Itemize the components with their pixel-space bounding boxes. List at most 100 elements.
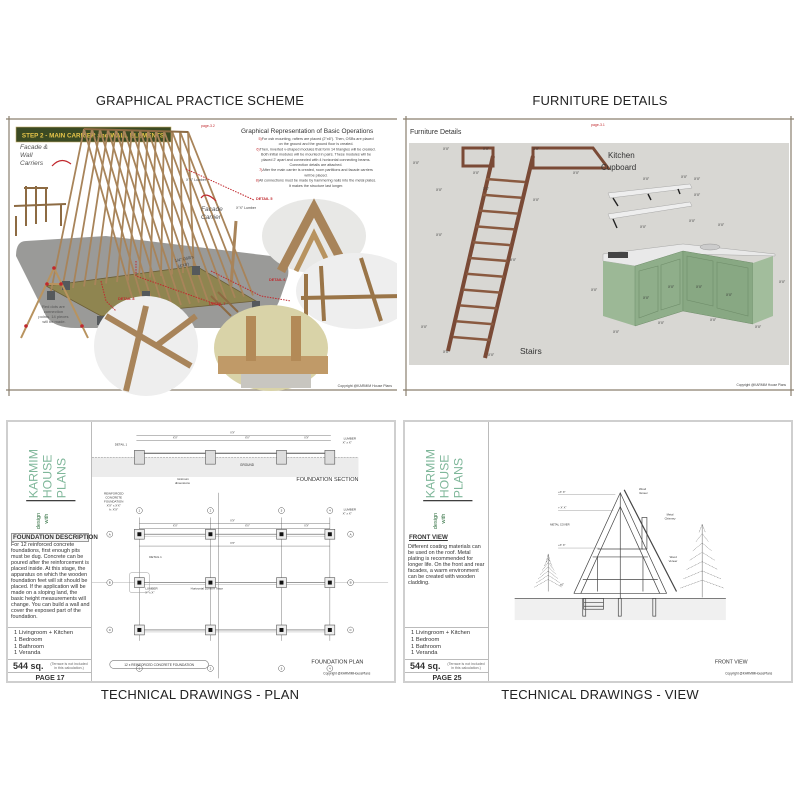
grid-row-label: A [350,532,352,536]
grid-bubble [207,507,214,514]
ground-label: GROUND [240,463,255,467]
dimension-label: X'X" [710,318,717,322]
level-lines [558,494,616,549]
section-foundation [205,450,216,465]
dimension-label: X'X" [488,353,495,357]
room-item: 1 Livingroom + Kitchen [411,630,471,636]
dimension-label: X'X" [304,435,309,439]
dimension-label: X'X" [694,177,701,181]
svg-text:design: design [36,513,42,529]
lumber-label: X"X" Lumber [186,178,207,182]
ground [514,598,726,621]
legend-pill [109,660,209,669]
ridge-beam [83,128,189,133]
grid-row-label: C [109,628,112,632]
kitchen-cupboard-label: Kitchen Cupboard [601,151,637,172]
grid-column-label: 1 [139,509,141,513]
dimension-label: X'X" [230,518,235,522]
room-list: 1 Livingroom + Kitchen 1 Bedroom 1 Bathr… [405,627,489,658]
dimension-label: X'X" [640,225,647,229]
lumber-post [208,627,213,632]
operations-heading: Graphical Representation of Basic Operat… [241,128,374,135]
dimension-label: X'X" [658,321,665,325]
detail-5-label: DETAIL 5 [256,197,273,201]
room-list: 1 Livingroom + Kitchen 1 Bedroom 1 Bathr… [8,627,92,658]
entry-steps [210,291,239,317]
svg-text:HOUSE: HOUSE [41,455,55,499]
operation-step-line: Both initial modules will be mounted in … [261,153,371,157]
room-item: 1 Bedroom [411,636,440,643]
dimension-label: X'X" [668,285,675,289]
concrete-foot [47,291,55,300]
dimension-labels: X'X" X'X" X'X" X'X" X'X" X'X" X'X" X'X" X'X" X'X"… [413,147,786,357]
stair-stringer [446,155,495,352]
dimension-label: X'X" [421,325,428,329]
grid-bubble [136,507,143,514]
dimension-label: X'X" [643,177,650,181]
dimension-label: X'X" [613,330,620,334]
room-item: 1 Veranda [411,650,438,657]
concrete-foot [192,266,200,275]
grid-bubble [326,665,334,672]
room-item: 1 Bedroom [14,636,43,643]
svg-text:PLANS: PLANS [452,458,466,498]
dimension-label: X'X" [230,541,235,545]
copyright: Copyright @KARMIMHousePlans [323,671,370,675]
view-sidebar: KARMIM HOUSE PLANS design with FRONT VIE… [405,422,489,681]
detail-leaders [100,168,292,312]
design-with-tagline: design with [433,513,447,529]
dimension-label: X'X" [173,435,178,439]
detail-1-label: DETAIL 1 [115,442,128,446]
practice-scheme-sheet: STEP 2 - MAIN CARRIER and WALL ELEMENTS … [6,116,397,396]
facade-wall-carriers-label: Facade & Wall Carriers [20,144,50,167]
grid-bubble [207,665,214,672]
svg-text:±0": ±0" [560,583,564,587]
caption-furniture-details: FURNITURE DETAILS [532,93,668,108]
dimension-label: X'X" [436,188,443,192]
lumber-post [327,627,332,632]
dimension-label: X'X" [591,288,598,292]
front-view-label: FRONT VIEW [715,660,748,666]
tree-icons [534,523,724,598]
dimension-label: X'X" [230,431,235,435]
grid-bubble [106,531,113,538]
grid-column-label: 2 [210,667,212,671]
front-view-text: Different coating materials can be used … [408,544,485,586]
grid-column-label: 4 [329,509,331,513]
dimension-label: X'X" [473,171,480,175]
step-banner-title: STEP 2 - MAIN CARRIER and WALL ELEMENTS [22,133,164,140]
arrow-icon [200,194,217,202]
detail-1-label: DETAIL 1 [149,555,162,559]
area-value: 544 sq. [13,661,44,671]
chimney [641,517,648,550]
svg-text:Chimney: Chimney [665,516,676,520]
operation-step-line: placed 2' apart and connected with 4 hor… [262,158,371,162]
operation-step-line: 6)Then, inverted v-shaped modules that f… [256,147,375,151]
operation-step-line: 8)All connections must be made by hammer… [256,179,377,183]
stair-tread [482,193,522,200]
grid-bubble [106,626,113,634]
caption-technical-drawings-plan: TECHNICAL DRAWINGS - PLAN [100,687,300,702]
red-dots-note: Red dots are connection points. 14 piece… [38,304,69,324]
grid-bubble [347,579,354,586]
room-item: 1 Bathroom [14,643,44,650]
section-foundation [276,450,287,465]
grid-bubble [278,665,285,672]
karmim-logo: KARMIM HOUSE PLANS [423,449,473,502]
stair-tread [476,225,515,231]
svg-text:KARMIM: KARMIM [27,449,41,498]
dimension-label: X'X" [726,293,733,297]
lumber-post [279,627,284,632]
page-number: PAGE 25 [405,672,489,681]
caption-graphical-practice-scheme: GRAPHICAL PRACTICE SCHEME [95,93,305,108]
dimension-label: X'X" [436,233,443,237]
stove-icon [608,252,628,258]
tree-icon [683,570,721,580]
svg-text:Wood: Wood [639,487,647,491]
front-view-sheet: KARMIM HOUSE PLANS design with FRONT VIE… [403,420,793,683]
dimension-label: X'X" [689,219,696,223]
lumber-post [327,532,332,537]
